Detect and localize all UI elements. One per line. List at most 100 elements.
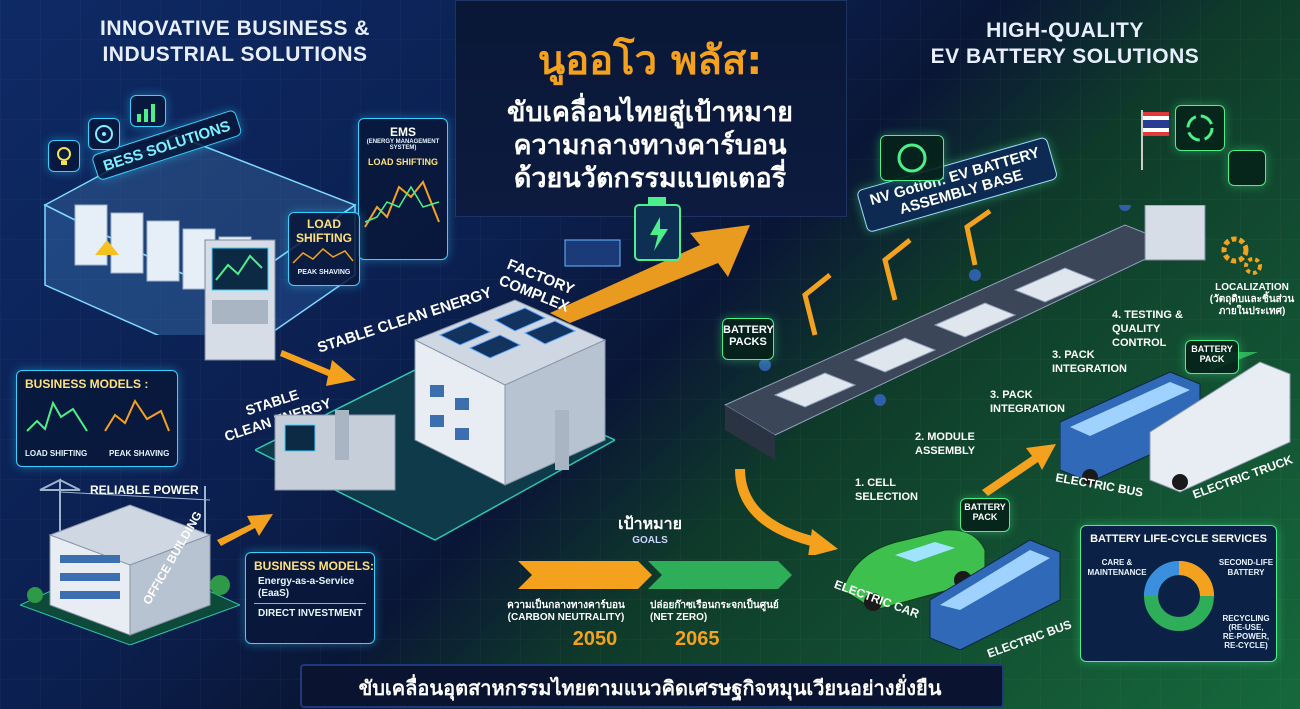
lightbulb-icon	[48, 140, 80, 172]
lifecycle-recycle-line-3: RE-POWER,	[1222, 632, 1270, 641]
ems-panel: EMS (ENERGY MANAGEMENT SYSTEM) LOAD SHIF…	[358, 118, 448, 260]
lifecycle-title: BATTERY LIFE-CYCLE SERVICES	[1090, 533, 1267, 545]
step-3b-line-1: 3. PACK	[1052, 349, 1095, 361]
network-icon	[88, 118, 120, 150]
ems-panel-label: LOAD SHIFTING	[368, 157, 438, 167]
orange-arrow-1	[280, 350, 356, 386]
step-3b-line-2: INTEGRATION	[1052, 363, 1127, 375]
step-4: 4. TESTING & QUALITY CONTROL	[1112, 308, 1183, 350]
chart-caption-1: LOAD SHIFTING	[25, 449, 88, 458]
goals-chevrons	[518, 561, 792, 589]
localization-line-2: (วัตถุดิบและชิ้นส่วน	[1209, 294, 1295, 305]
battery-packs-line-2: PACKS	[729, 336, 767, 348]
localization-line-1: LOCALIZATION	[1215, 282, 1289, 293]
lifecycle-care-line-1: CARE &	[1101, 558, 1133, 567]
footer-band	[300, 664, 1004, 708]
ems-subtitle: (ENERGY MANAGEMENT SYSTEM)	[366, 139, 440, 151]
lifecycle-recycle-line-1: RECYCLING	[1222, 614, 1270, 623]
step-3a-line-1: 3. PACK	[990, 389, 1033, 401]
left-heading-line-2: INDUSTRIAL SOLUTIONS	[102, 43, 368, 66]
eaas-line-2: (EaaS)	[258, 588, 290, 599]
lifecycle-care-line-2: MAINTENANCE	[1087, 568, 1147, 577]
goal-2-year: 2065	[675, 628, 720, 650]
battery-pack-tag-2-line-1: BATTERY	[964, 502, 1006, 512]
battery-pack-tag-1: BATTERY PACK	[1185, 340, 1239, 374]
goal-1-year: 2050	[572, 628, 618, 650]
business-models-2-title: BUSINESS MODELS:	[254, 559, 375, 573]
lifecycle-recycle-line-2: (RE-USE,	[1228, 623, 1264, 632]
screen-label-2: SHIFTING	[296, 231, 352, 245]
battery-pack-tag-2: BATTERY PACK	[960, 498, 1010, 532]
title-main: นูออโว พลัส:	[537, 38, 763, 84]
goal-2-thai: ปล่อยก๊าซเรือนกระจกเป็นศูนย์	[650, 600, 779, 611]
orange-arrow-4	[735, 468, 838, 555]
dashboard-gauge-icon	[880, 135, 944, 181]
lifecycle-second-line-1: SECOND-LIFE	[1218, 558, 1274, 567]
business-models-2-panel: BUSINESS MODELS: Energy-as-a-Service (Ea…	[245, 552, 375, 644]
left-heading: INNOVATIVE BUSINESS & INDUSTRIAL SOLUTIO…	[80, 16, 390, 68]
goal-2-en: (NET ZERO)	[650, 612, 708, 623]
step-4-line-3: CONTROL	[1112, 337, 1167, 349]
growth-chart-icon	[130, 95, 166, 127]
battery-packs-panel: BATTERY PACKS	[722, 318, 774, 360]
step-1: 1. CELL SELECTION	[855, 476, 918, 504]
goals-subtitle: GOALS	[632, 535, 668, 546]
right-heading-line-1: HIGH-QUALITY	[986, 19, 1144, 42]
step-4-line-1: 4. TESTING &	[1112, 309, 1183, 321]
right-heading-line-2: EV BATTERY SOLUTIONS	[930, 45, 1200, 68]
localization-line-3: ภายในประเทศ)	[1218, 306, 1286, 317]
title-line-1: ขับเคลื่อนไทยสู่เป้าหมาย	[507, 97, 793, 128]
battery-pack-tag-1-line-2: PACK	[1199, 354, 1225, 364]
step-3a: 3. PACK INTEGRATION	[990, 388, 1065, 416]
battery-arrow-illustration	[550, 197, 750, 323]
direct-investment: DIRECT INVESTMENT	[258, 608, 363, 619]
thailand-flag-icon	[1141, 110, 1169, 170]
factory-complex-illustration	[255, 299, 615, 541]
chip-icon	[1228, 150, 1266, 186]
lifecycle-second-life: SECOND-LIFE BATTERY	[1217, 558, 1275, 578]
battery-packs-line-1: BATTERY	[723, 324, 774, 336]
step-4-line-2: QUALITY	[1112, 323, 1161, 335]
ems-title: EMS	[389, 125, 416, 139]
reliable-power-label: RELIABLE POWER	[90, 483, 199, 497]
orange-arrow-3	[982, 444, 1056, 496]
step-3a-line-2: INTEGRATION	[990, 403, 1065, 415]
step-3b: 3. PACK INTEGRATION	[1052, 348, 1127, 376]
battery-assembly-line-illustration	[723, 205, 1206, 460]
electric-car-bus-illustration	[842, 529, 1061, 650]
battery-pack-tag-1-line-1: BATTERY	[1191, 344, 1233, 354]
chart-caption-2: PEAK SHAVING	[109, 449, 170, 458]
orange-arrow-2	[217, 514, 273, 546]
footer-text: ขับเคลื่อนอุตสาหกรรมไทยตามแนวคิดเศรษฐกิจ…	[358, 676, 942, 700]
title-line-2: ความกลางทางคาร์บอน	[513, 130, 787, 161]
business-models-title: BUSINESS MODELS :	[25, 377, 149, 391]
lifecycle-panel: BATTERY LIFE-CYCLE SERVICES CARE & MAINT…	[1080, 525, 1277, 662]
lifecycle-care: CARE & MAINTENANCE	[1087, 558, 1147, 578]
left-heading-line-1: INNOVATIVE BUSINESS &	[100, 17, 370, 40]
step-2: 2. MODULE ASSEMBLY	[915, 430, 975, 458]
step-1-line-2: SELECTION	[855, 491, 918, 503]
lifecycle-recycle-line-4: RE-CYCLE)	[1224, 641, 1268, 650]
lifecycle-recycling: RECYCLING (RE-USE, RE-POWER, RE-CYCLE)	[1217, 614, 1275, 650]
screen-label-3: PEAK SHAVING	[297, 269, 351, 276]
battery-pack-tag-2-line-2: PACK	[972, 512, 998, 522]
step-1-line-1: 1. CELL	[855, 477, 896, 489]
office-building-illustration	[20, 504, 240, 645]
gear-icon	[1221, 236, 1262, 275]
localization: LOCALIZATION (วัตถุดิบและชิ้นส่วน ภายในป…	[1208, 282, 1296, 318]
control-terminal-illustration	[204, 239, 276, 361]
title-band	[455, 0, 847, 217]
lifecycle-second-line-2: BATTERY	[1227, 568, 1265, 577]
business-models-panel: BUSINESS MODELS : LOAD SHIFTING PEAK SHA…	[16, 370, 178, 467]
step-2-line-1: 2. MODULE	[915, 431, 975, 443]
goals-title: เป้าหมาย	[617, 514, 683, 533]
eaas-line-1: Energy-as-a-Service	[258, 576, 355, 587]
screen-label-1: LOAD	[307, 217, 341, 231]
title-line-3: ด้วยนวัตกรรมแบตเตอรี่	[513, 163, 787, 194]
ems-chart	[364, 180, 440, 228]
goal-1-en: (CARBON NEUTRALITY)	[507, 612, 625, 623]
goal-1-thai: ความเป็นกลางทางคาร์บอน	[507, 600, 625, 611]
business-models-charts	[26, 398, 170, 432]
step-2-line-2: ASSEMBLY	[915, 445, 976, 457]
